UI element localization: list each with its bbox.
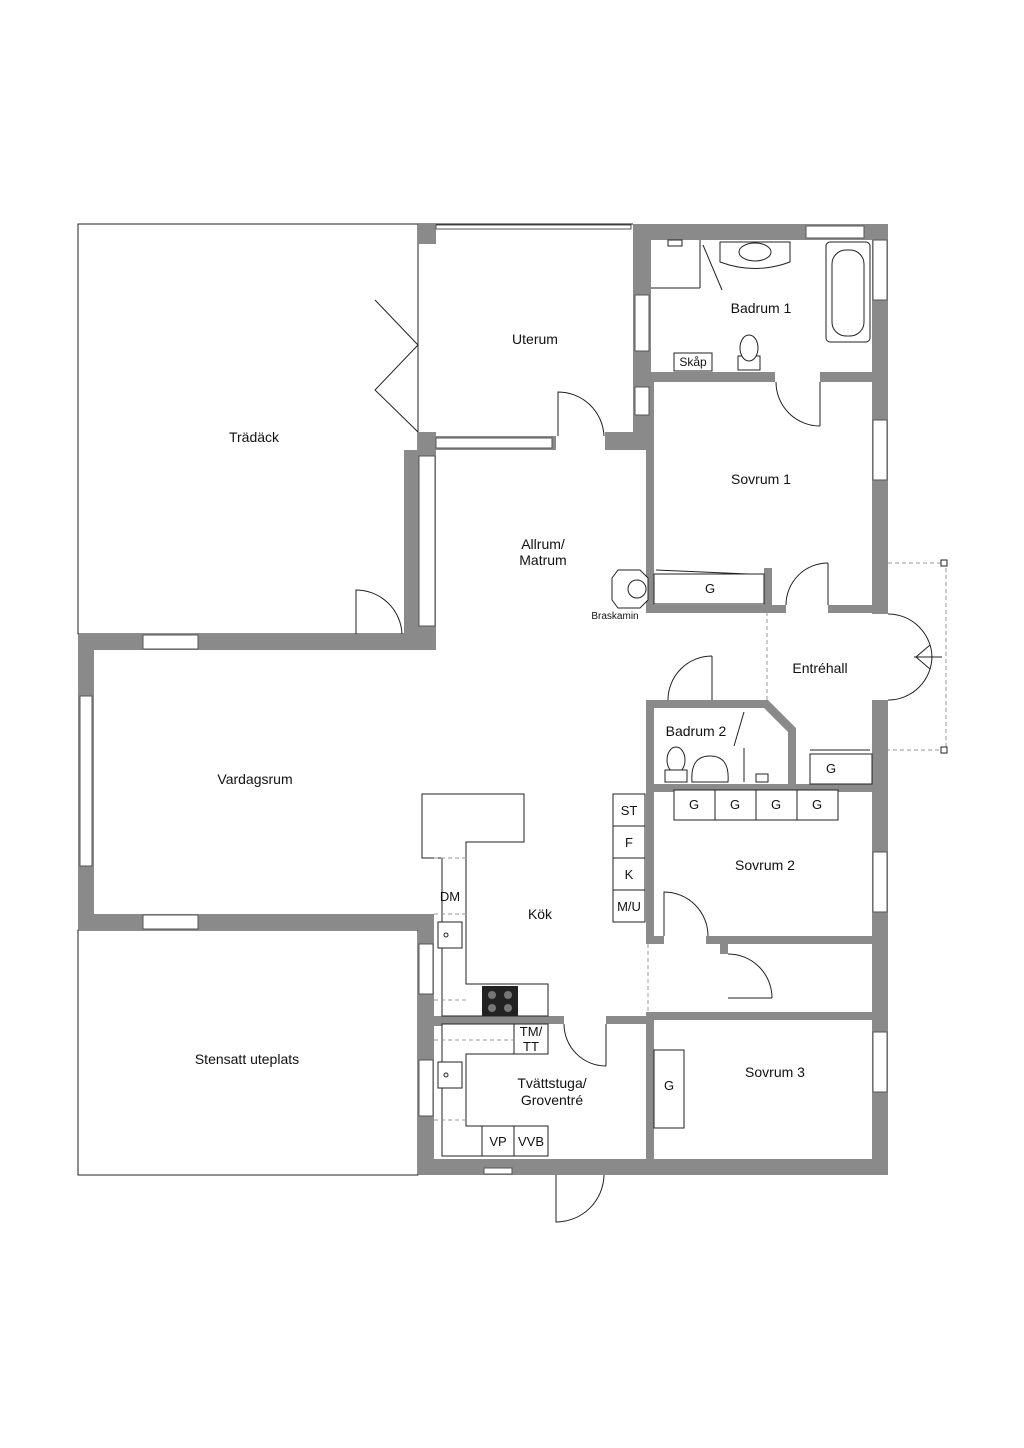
label-wardrobe-sovrum2-c: G — [771, 797, 781, 812]
label-vp: VP — [489, 1134, 506, 1149]
label-vvb: VVB — [518, 1134, 544, 1149]
toilet-2 — [666, 746, 686, 774]
label-mu: M/U — [617, 899, 641, 914]
label-wardrobe-sovrum2-d: G — [812, 797, 822, 812]
label-tvattstuga-2: Groventré — [521, 1092, 583, 1108]
interior-walls — [434, 224, 872, 1162]
label-k: K — [625, 867, 634, 882]
badrum1-fixtures — [651, 239, 871, 372]
label-tm-2: TT — [523, 1039, 539, 1054]
label-wardrobe-sovrum1: G — [705, 581, 715, 596]
label-vardagsrum: Vardagsrum — [217, 771, 292, 787]
label-allrum-1: Allrum/ — [521, 536, 565, 552]
label-badrum2: Badrum 2 — [666, 723, 727, 739]
label-sovrum1: Sovrum 1 — [731, 471, 791, 487]
label-badrum1: Badrum 1 — [731, 300, 792, 316]
washbasin-2 — [691, 755, 729, 783]
label-wardrobe-sovrum2-a: G — [689, 797, 699, 812]
label-st: ST — [621, 803, 638, 818]
label-entrehall: Entréhall — [792, 660, 847, 676]
label-allrum-2: Matrum — [519, 552, 566, 568]
braskamin-fixture — [611, 569, 649, 609]
doors — [355, 299, 948, 1223]
label-braskamin: Braskamin — [591, 611, 638, 622]
label-kok: Kök — [528, 906, 553, 922]
kitchen-fixtures — [421, 793, 646, 1017]
label-tvattstuga-1: Tvättstuga/ — [517, 1075, 586, 1091]
label-sovrum3: Sovrum 3 — [745, 1064, 805, 1080]
label-uterum: Uterum — [512, 331, 558, 347]
laundry-sink — [437, 1061, 463, 1089]
label-tm-1: TM/ — [520, 1024, 543, 1039]
label-wardrobe-entre: G — [826, 761, 836, 776]
label-skap: Skåp — [679, 355, 707, 369]
label-wardrobe-sovrum2-b: G — [730, 797, 740, 812]
label-f: F — [625, 835, 633, 850]
laundry-fixtures — [434, 1023, 549, 1157]
skap-box — [673, 352, 713, 372]
label-dm: DM — [440, 889, 460, 904]
label-wardrobe-sovrum3: G — [664, 1078, 674, 1093]
kitchen-sink — [437, 921, 463, 949]
label-sovrum2: Sovrum 2 — [735, 857, 795, 873]
label-stensatt: Stensatt uteplats — [195, 1051, 299, 1067]
wardrobes — [653, 569, 873, 1129]
badrum2-fixtures — [664, 711, 769, 783]
cooktop — [482, 986, 518, 1016]
windows — [79, 224, 888, 1175]
label-tradack: Trädäck — [229, 429, 280, 445]
